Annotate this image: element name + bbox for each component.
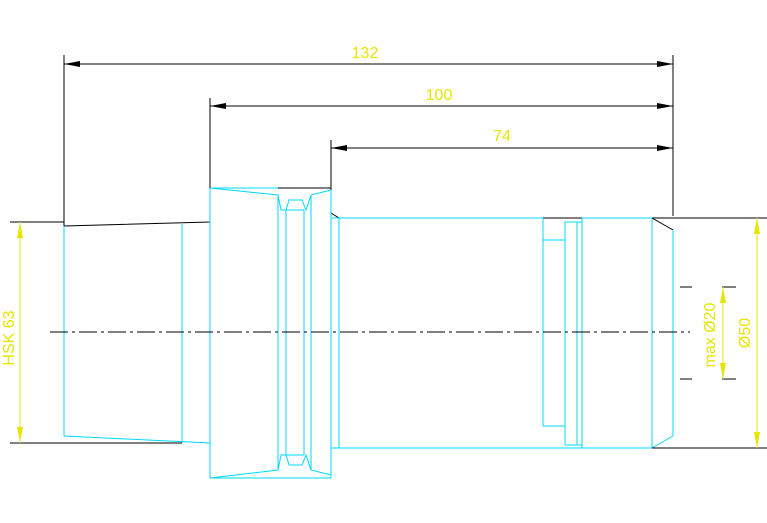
part-outline-top (63, 187, 674, 231)
dimension-132-label: 132 (352, 45, 379, 62)
outer-diameter-label: Ø50 (737, 318, 754, 348)
hsk63-label: HSK 63 (1, 310, 18, 365)
dimension-100-label: 100 (426, 87, 453, 104)
dimension-132: 132 (63, 45, 674, 226)
flange-section (209, 187, 332, 479)
dimension-74-label: 74 (493, 128, 511, 145)
max-bore-label: max Ø20 (702, 302, 719, 367)
main-body (331, 217, 674, 449)
dimension-74: 74 (330, 128, 673, 190)
dimension-outer-diameter: Ø50 (652, 217, 767, 449)
dimension-max-bore: max Ø20 (680, 286, 736, 380)
dimension-hsk63: HSK 63 (1, 221, 182, 444)
dimension-100: 100 (209, 87, 673, 190)
